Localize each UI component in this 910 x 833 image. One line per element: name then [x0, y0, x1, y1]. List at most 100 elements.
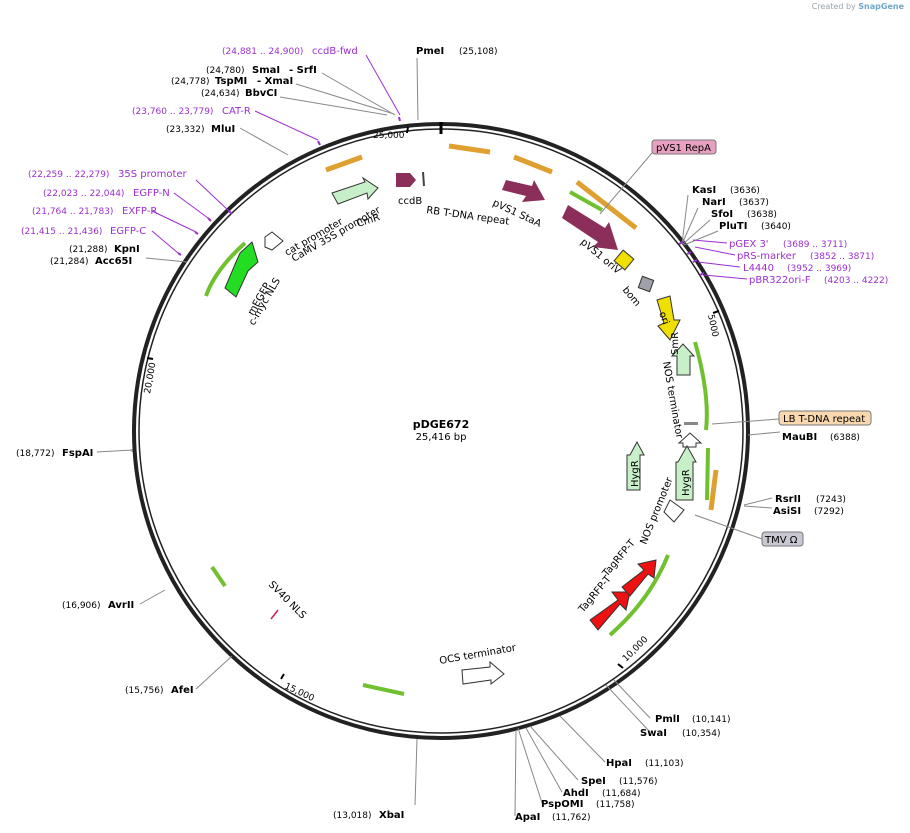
primer-label: ccdB-fwd	[312, 46, 358, 57]
arc-feature	[705, 447, 710, 501]
tick-mark	[406, 126, 409, 134]
hygr-arrow	[626, 440, 645, 491]
enzyme-position: (11,762)	[552, 813, 591, 823]
enzyme-label: RsrII	[775, 494, 801, 505]
primer-position: (22,259 .. 22,279)	[28, 170, 109, 180]
tick-label: 25,000	[373, 131, 405, 141]
lb-repeat-box-label: LB T-DNA repeat	[783, 414, 865, 425]
enzyme-label: AhdI	[563, 788, 589, 799]
ocs-label: OCS terminator	[439, 643, 518, 667]
enzyme-position: (7292)	[814, 507, 844, 517]
nos-terminator-arrow	[677, 432, 703, 448]
enzyme-position: (21,284)	[50, 257, 89, 267]
leader-line	[694, 514, 763, 540]
enzyme-label: SwaI	[640, 728, 667, 739]
pvs1-repa-arrow	[562, 205, 618, 250]
tick-label: 15,000	[283, 682, 316, 704]
primer-labels: (24,881 .. 24,900) ccdB-fwd (23,760 .. 2…	[21, 46, 888, 286]
primer-position: (24,881 .. 24,900)	[222, 47, 303, 57]
arc-feature	[608, 554, 670, 637]
repa-box	[651, 139, 717, 155]
enzyme-position: (3637)	[739, 198, 769, 208]
enzyme-labels: PmeI (25,108) (24,780) SmaI - SrfI (24,7…	[16, 46, 860, 823]
primer-label: CAT-R	[222, 106, 251, 117]
enzyme-label: FspAI	[62, 448, 93, 459]
tmv-box	[761, 531, 804, 547]
enzyme-label: AfeI	[171, 685, 194, 696]
plasmid-name: pDGE672	[413, 418, 470, 431]
smr-arrow	[670, 343, 696, 376]
oriv-box	[613, 249, 635, 271]
enzyme-label: MluI	[211, 124, 235, 135]
ori-label: ori	[656, 310, 671, 326]
enzyme-label: PluTI	[719, 221, 747, 232]
leader-line	[599, 152, 653, 215]
primer-position: (23,760 .. 23,779)	[132, 107, 213, 117]
ocs-terminator-arrow	[461, 660, 505, 686]
enzyme-position: (3636)	[730, 186, 760, 196]
arc-feature	[325, 154, 363, 173]
enzyme-label: SpeI	[581, 776, 606, 787]
primer-ticks	[177, 116, 705, 276]
enzyme-position: (24,634)	[201, 89, 240, 99]
primer-position: (3952 .. 3969)	[787, 264, 851, 274]
primer-position: (22,023 .. 22,044)	[43, 189, 124, 199]
enzyme-label: Acc65I	[95, 256, 132, 267]
camv-label: CaMV 35S promoter	[290, 204, 383, 264]
primer-position: (21,415 .. 21,436)	[21, 227, 102, 237]
arc-feature	[513, 154, 553, 175]
cat-promoter-arrow	[264, 231, 284, 251]
enzyme-label: - XmaI	[257, 76, 293, 87]
enzyme-position: (11,103)	[645, 759, 684, 769]
enzyme-label: SfoI	[711, 209, 733, 220]
enzyme-position: (6388)	[830, 433, 860, 443]
primer-position: (4203 .. 4222)	[824, 276, 888, 286]
arc-feature	[569, 190, 603, 212]
enzyme-label: ApaI	[515, 812, 540, 823]
primer-position: (3852 .. 3871)	[810, 252, 874, 262]
snapgene-brand: SnapGene	[858, 2, 904, 11]
arc-feature	[362, 683, 405, 696]
backbone-inner	[138, 128, 744, 734]
primer-position: (3689 .. 3711)	[783, 240, 847, 250]
enzyme-label: MauBI	[782, 432, 817, 443]
plasmid-size: 25,416 bp	[416, 432, 467, 443]
credit-text: Created by	[811, 2, 856, 11]
repa-box-label: pVS1 RepA	[656, 143, 711, 154]
nos-terminator-mark	[684, 422, 698, 425]
enzyme-position: (7243)	[816, 495, 846, 505]
primer-position: (21,764 .. 21,783)	[32, 207, 113, 217]
enzyme-position: (24,780)	[206, 66, 245, 76]
enzyme-label: AsiSI	[773, 506, 801, 517]
tick-mark	[280, 673, 285, 680]
tagrfp-label: TagRFP-T	[600, 537, 638, 579]
enzyme-label: XbaI	[379, 810, 404, 821]
enzyme-label: - SrfI	[289, 65, 317, 76]
enzyme-label: PmeI	[416, 46, 444, 57]
enzyme-position: (23,332)	[166, 125, 205, 135]
tick-mark	[617, 663, 624, 669]
arc-feature	[448, 143, 491, 155]
primer-label: EGFP-N	[133, 188, 170, 199]
tick-mark	[712, 310, 720, 314]
tagrfp-arrow-2	[621, 559, 657, 597]
arc-feature	[708, 469, 719, 511]
megfp-arrow	[224, 241, 259, 298]
ori-arrow	[656, 295, 681, 341]
tmv-box-label: TMV Ω	[764, 535, 798, 546]
smr-label: SmR	[670, 332, 681, 355]
rb-repeat-mark	[422, 171, 425, 187]
enzyme-label: TspMI	[215, 76, 247, 87]
primer-label: pBR322ori-F	[749, 275, 811, 286]
tick-label: 5000	[705, 314, 720, 339]
enzyme-label: KasI	[692, 185, 716, 196]
enzyme-label: KpnI	[114, 244, 140, 255]
arc-feature	[210, 565, 227, 588]
cmr-arrow	[331, 176, 379, 205]
ccdb-label: ccdB	[398, 196, 422, 207]
hygr-arrow-2	[675, 444, 697, 501]
enzyme-position: (15,756)	[125, 686, 164, 696]
enzyme-label: SmaI	[252, 65, 280, 76]
primer-label: L4440	[743, 263, 774, 274]
